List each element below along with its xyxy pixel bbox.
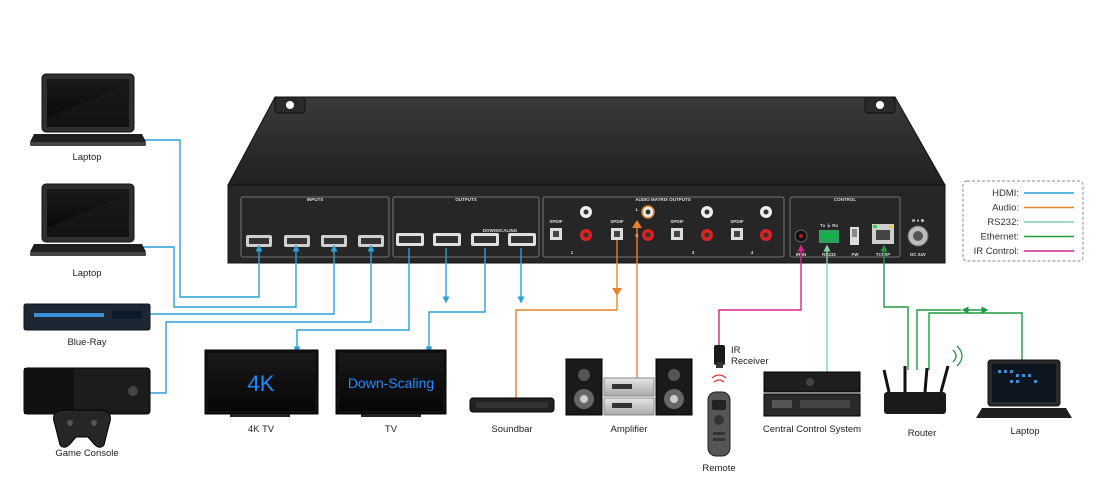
control-label: CONTROL <box>834 197 856 202</box>
legend-label: Ethernet: <box>980 232 1019 243</box>
svg-text:RS232: RS232 <box>822 252 836 257</box>
svg-text:SPDIF: SPDIF <box>549 219 563 224</box>
svg-text:4: 4 <box>751 250 754 255</box>
power-port: ⊖ ● ⊕ DC 24V <box>907 218 929 257</box>
audio-cables <box>515 220 642 398</box>
ir-receiver-device: IR Receiver <box>714 345 769 368</box>
matrix-switcher: INPUTS OUTPUTS DOWNSCALING AUDIO MATRIX … <box>227 96 946 264</box>
control-ports: IR IN Tx ⏚ Rx RS232 FW TCP/IP <box>794 222 894 257</box>
bluray-label: Blue-Ray <box>67 337 106 348</box>
soundbar-device: Soundbar <box>469 397 555 435</box>
hdmi-cables <box>138 139 525 394</box>
svg-text:1: 1 <box>571 250 574 255</box>
svg-text:SPDIF: SPDIF <box>730 219 744 224</box>
svg-text:Tx ⏚ Rx: Tx ⏚ Rx <box>820 222 839 229</box>
tv-label: TV <box>385 424 398 435</box>
legend-label: IR Control: <box>974 246 1019 257</box>
remote-device: Remote <box>702 374 736 474</box>
svg-text:L: L <box>636 207 639 212</box>
legend-label: RS232: <box>987 217 1019 228</box>
svg-text:DC 24V: DC 24V <box>910 252 926 257</box>
ir-receiver-label-2: Receiver <box>731 356 769 367</box>
laptop-device-2: Laptop <box>30 183 146 279</box>
svg-text:SPDIF: SPDIF <box>610 219 624 224</box>
svg-text:FW: FW <box>852 252 860 257</box>
legend-label: Audio: <box>992 203 1019 214</box>
laptop-device-3: Laptop <box>976 359 1072 437</box>
console-label: Game Console <box>55 448 118 459</box>
hdmi-output-ports <box>396 233 536 246</box>
inputs-label: INPUTS <box>307 197 324 202</box>
tv4k-screen-text: 4K <box>248 371 275 396</box>
legend: HDMI: Audio: RS232: Ethernet: IR Control: <box>962 180 1084 262</box>
svg-text:SPDIF: SPDIF <box>670 219 684 224</box>
bluray-device: Blue-Ray <box>23 303 151 348</box>
central-control-device: Central Control System <box>763 371 861 435</box>
outputs-section <box>392 196 540 258</box>
control-section <box>789 196 901 258</box>
ir-receiver-label-1: IR <box>731 345 741 356</box>
laptop-device-1: Laptop <box>30 73 146 163</box>
audio-matrix-label: AUDIO MATRIX OUTPUTS <box>635 197 690 202</box>
legend-label: HDMI: <box>992 188 1019 199</box>
tv-4k-device: 4K 4K TV <box>204 349 319 435</box>
laptop-label-3: Laptop <box>1010 426 1039 437</box>
central-control-label: Central Control System <box>763 424 861 435</box>
svg-text:⊖ ● ⊕: ⊖ ● ⊕ <box>912 218 925 223</box>
ir-cable <box>718 244 805 345</box>
downscaling-label: DOWNSCALING <box>483 228 518 233</box>
tv4k-label: 4K TV <box>248 424 275 435</box>
amplifier-device: Amplifier <box>565 358 693 435</box>
ethernet-cables <box>880 244 1023 370</box>
inputs-section <box>240 196 390 258</box>
amplifier-label: Amplifier <box>611 424 648 435</box>
soundbar-label: Soundbar <box>491 424 532 435</box>
audio-section <box>542 196 785 258</box>
laptop-label-2: Laptop <box>72 268 101 279</box>
outputs-label: OUTPUTS <box>455 197 477 202</box>
laptop-label-1: Laptop <box>72 152 101 163</box>
svg-text:TCP/IP: TCP/IP <box>876 252 891 257</box>
router-label: Router <box>908 428 937 439</box>
router-device: Router <box>882 345 963 439</box>
remote-label: Remote <box>702 463 735 474</box>
svg-text:3: 3 <box>692 250 695 255</box>
hdmi-input-ports <box>246 235 384 247</box>
tv-device: Down-Scaling TV <box>335 349 447 435</box>
tv-screen-text: Down-Scaling <box>348 375 434 391</box>
game-console-device: Game Console <box>23 367 151 459</box>
